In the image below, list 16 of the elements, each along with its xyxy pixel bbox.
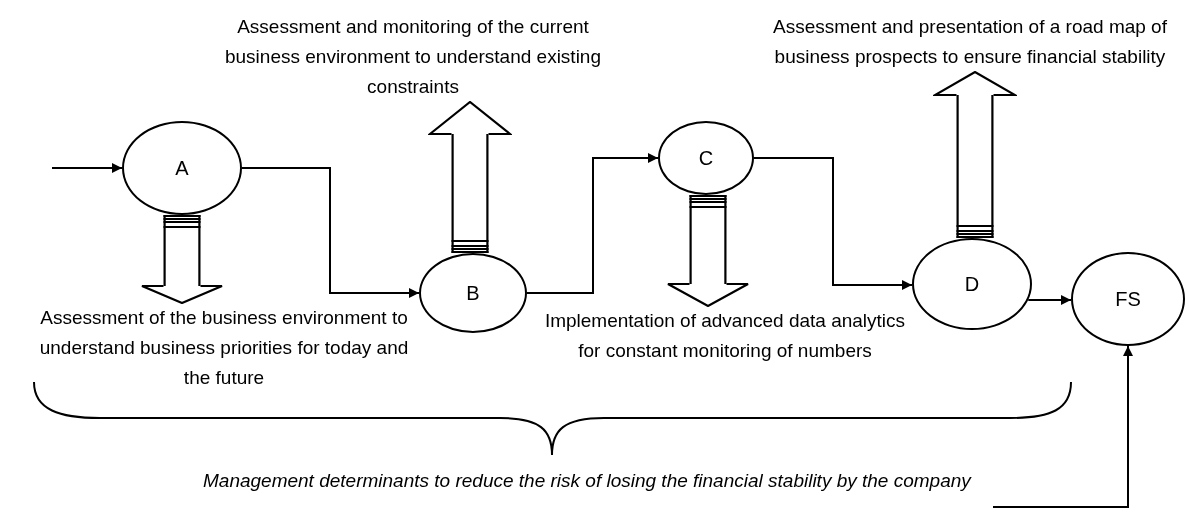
arrow: [992, 345, 1133, 508]
caption-text: Management determinants to reduce the risk of losing the financial stability by the company: [203, 466, 993, 496]
arrow: [526, 153, 659, 294]
description-text: Implementation of advanced data analytics for constant monitoring of numbers: [544, 306, 906, 366]
ellipse-node: FS: [1071, 252, 1185, 346]
ellipse-node: D: [912, 238, 1032, 330]
description-text: Assessment and monitoring of the current business environment to understand existing constraints: [203, 12, 623, 102]
ellipse-node: B: [419, 253, 527, 333]
arrow: [51, 163, 123, 173]
ellipse-node: A: [122, 121, 242, 215]
description-text: Assessment of the business environment to understand business priorities for today and the future: [29, 303, 419, 393]
arrow: [1027, 295, 1072, 305]
arrow: [241, 167, 420, 298]
description-text: Assessment and presentation of a road map of business prospects to ensure financial stability: [752, 12, 1188, 72]
arrow: [753, 157, 913, 290]
ellipse-node: C: [658, 121, 754, 195]
